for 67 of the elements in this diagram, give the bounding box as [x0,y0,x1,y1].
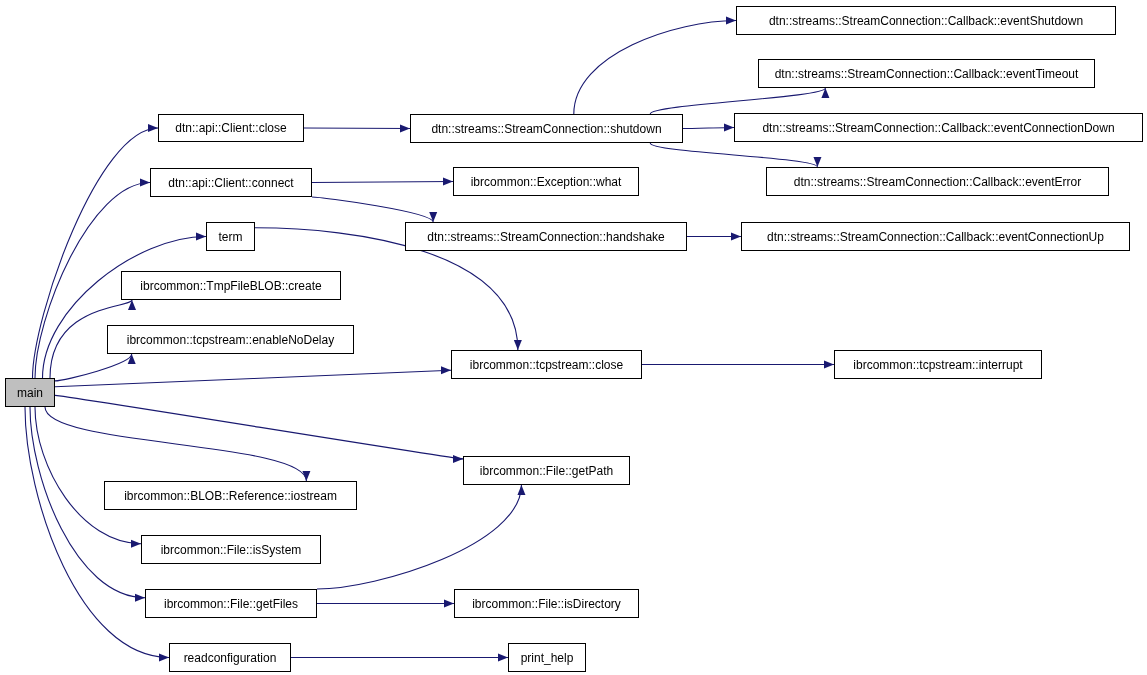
call-arrow [311,196,434,223]
function-name: ibrcommon::BLOB::Reference::iostream [124,488,337,503]
call-arrow [31,126,159,379]
function-box [453,167,639,196]
function-name: ibrcommon::File::isDirectory [472,596,621,611]
function-box [834,350,1042,379]
function-name: dtn::api::Client::connect [168,175,294,190]
function-box [451,350,642,379]
call-arrow [316,599,455,608]
call-arrow [573,16,737,115]
function-name: ibrcommon::Exception::what [470,174,622,189]
function-box [734,113,1143,142]
function-box [145,589,317,618]
function-name: print_help [520,650,574,665]
function-box [206,222,255,251]
function-name: ibrcommon::tcpstream::enableNoDelay [126,332,335,347]
call-arrow [34,406,142,547]
function-box [107,325,354,354]
call-arrow [54,353,133,382]
function-name: ibrcommon::File::isSystem [160,542,302,557]
function-box [410,114,683,143]
function-name: dtn::streams::StreamConnection::Callback::eventConnectionDown [762,120,1115,135]
function-box [141,535,321,564]
call-arrow [41,233,207,379]
function-box [121,271,341,300]
function-box [736,6,1116,35]
function-name: dtn::streams::StreamConnection::Callback::eventTimeout [774,66,1079,81]
function-name: dtn::streams::StreamConnection::Callback::eventConnectionUp [767,229,1104,244]
function-box [104,481,357,510]
function-name: dtn::streams::StreamConnection::handshake [427,229,665,244]
call-arrow [29,406,146,601]
function-box [463,456,630,485]
call-arrow [49,299,133,379]
function-name: ibrcommon::tcpstream::close [469,357,624,372]
call-arrow [290,653,509,662]
call-arrow [24,406,170,660]
call-arrow [682,123,735,132]
function-name: dtn::streams::StreamConnection::shutdown [431,121,662,136]
function-box [405,222,687,251]
call-arrow [641,360,835,369]
call-arrow [303,124,411,133]
function-box [169,643,291,672]
call-arrow [34,180,151,379]
function-name: ibrcommon::File::getPath [479,463,614,478]
function-name: dtn::api::Client::close [175,121,287,135]
function-box [150,168,312,197]
function-box [766,167,1109,196]
function-box [741,222,1130,251]
call-arrow [311,177,454,186]
function-name: term [218,229,243,244]
function-name: ibrcommon::TmpFileBLOB::create [140,278,322,293]
function-name: dtn::streams::StreamConnection::Callback::eventShutdown [768,13,1084,28]
function-name: ibrcommon::File::getFiles [163,596,298,611]
call-arrow [316,484,524,590]
function-name: readconfiguration [183,650,277,665]
call-arrow [54,366,452,388]
function-box [454,589,639,618]
call-arrow [254,227,521,351]
function-box [508,643,586,672]
function-name: main [17,385,43,400]
call-arrow [686,232,742,241]
function-box [158,114,304,142]
function-name: ibrcommon::tcpstream::interrupt [853,357,1023,372]
function-box [758,59,1095,88]
current-function-box [5,378,55,407]
call-arrow [54,394,464,462]
function-name: dtn::streams::StreamConnection::Callback::eventError [793,174,1082,189]
